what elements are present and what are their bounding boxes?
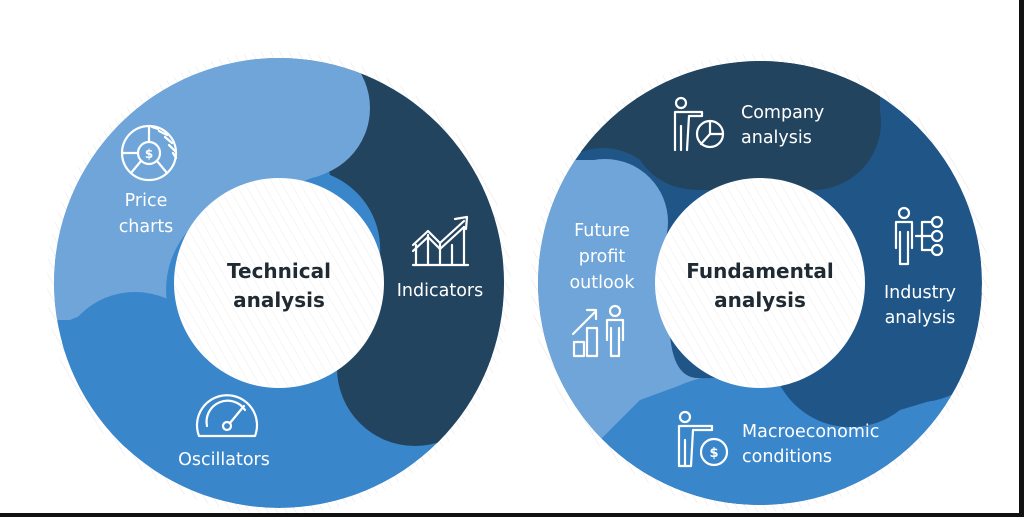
industry-analysis-label-line1: Industry — [884, 283, 956, 303]
speedometer-gauge-icon — [195, 394, 259, 438]
segment-industry-cap — [848, 258, 982, 402]
price-charts-label-line2: charts — [119, 217, 174, 237]
technical-center-subtitle: analysis — [233, 288, 325, 312]
fundamental-center-subtitle: analysis — [714, 288, 806, 312]
growth-bars-person-icon — [571, 304, 625, 358]
indicators-label: Indicators — [397, 281, 483, 301]
segment-company-cap — [745, 61, 881, 190]
future-profit-label-line3: outlook — [569, 273, 635, 293]
person-network-icon — [894, 206, 944, 266]
segment-price-charts-cap — [230, 58, 370, 178]
svg-text:$: $ — [709, 446, 718, 461]
technical-center-hatch — [174, 178, 384, 388]
industry-analysis-label-line2: analysis — [885, 308, 956, 328]
segment-oscillators-cap — [57, 292, 213, 448]
price-chart-dollar-icon: $ — [120, 124, 178, 182]
presenter-pie-chart-icon — [673, 96, 725, 152]
future-profit-label-line1: Future — [574, 221, 630, 241]
bottom-border — [0, 513, 1024, 517]
technical-center-title: Technical — [227, 259, 331, 283]
company-analysis-label-line1: Company — [741, 103, 824, 123]
future-profit-label-line2: profit — [579, 247, 626, 267]
price-charts-label-line1: Price — [125, 191, 168, 211]
svg-text:$: $ — [145, 147, 153, 161]
macroeconomic-label-line2: conditions — [742, 447, 832, 467]
company-analysis-label-line2: analysis — [741, 128, 812, 148]
macroeconomic-label-line1: Macroeconomic — [742, 422, 879, 442]
segment-future-cap-top — [545, 176, 665, 296]
fundamental-center-title: Fundamental — [686, 259, 834, 283]
oscillators-label: Oscillators — [178, 450, 270, 470]
presenter-dollar-coin-icon: $ — [677, 410, 729, 468]
segment-indicators-cap — [337, 290, 493, 446]
rising-bar-chart-icon — [411, 215, 470, 267]
right-border — [1019, 0, 1024, 517]
fundamental-center-hatch — [655, 178, 865, 388]
